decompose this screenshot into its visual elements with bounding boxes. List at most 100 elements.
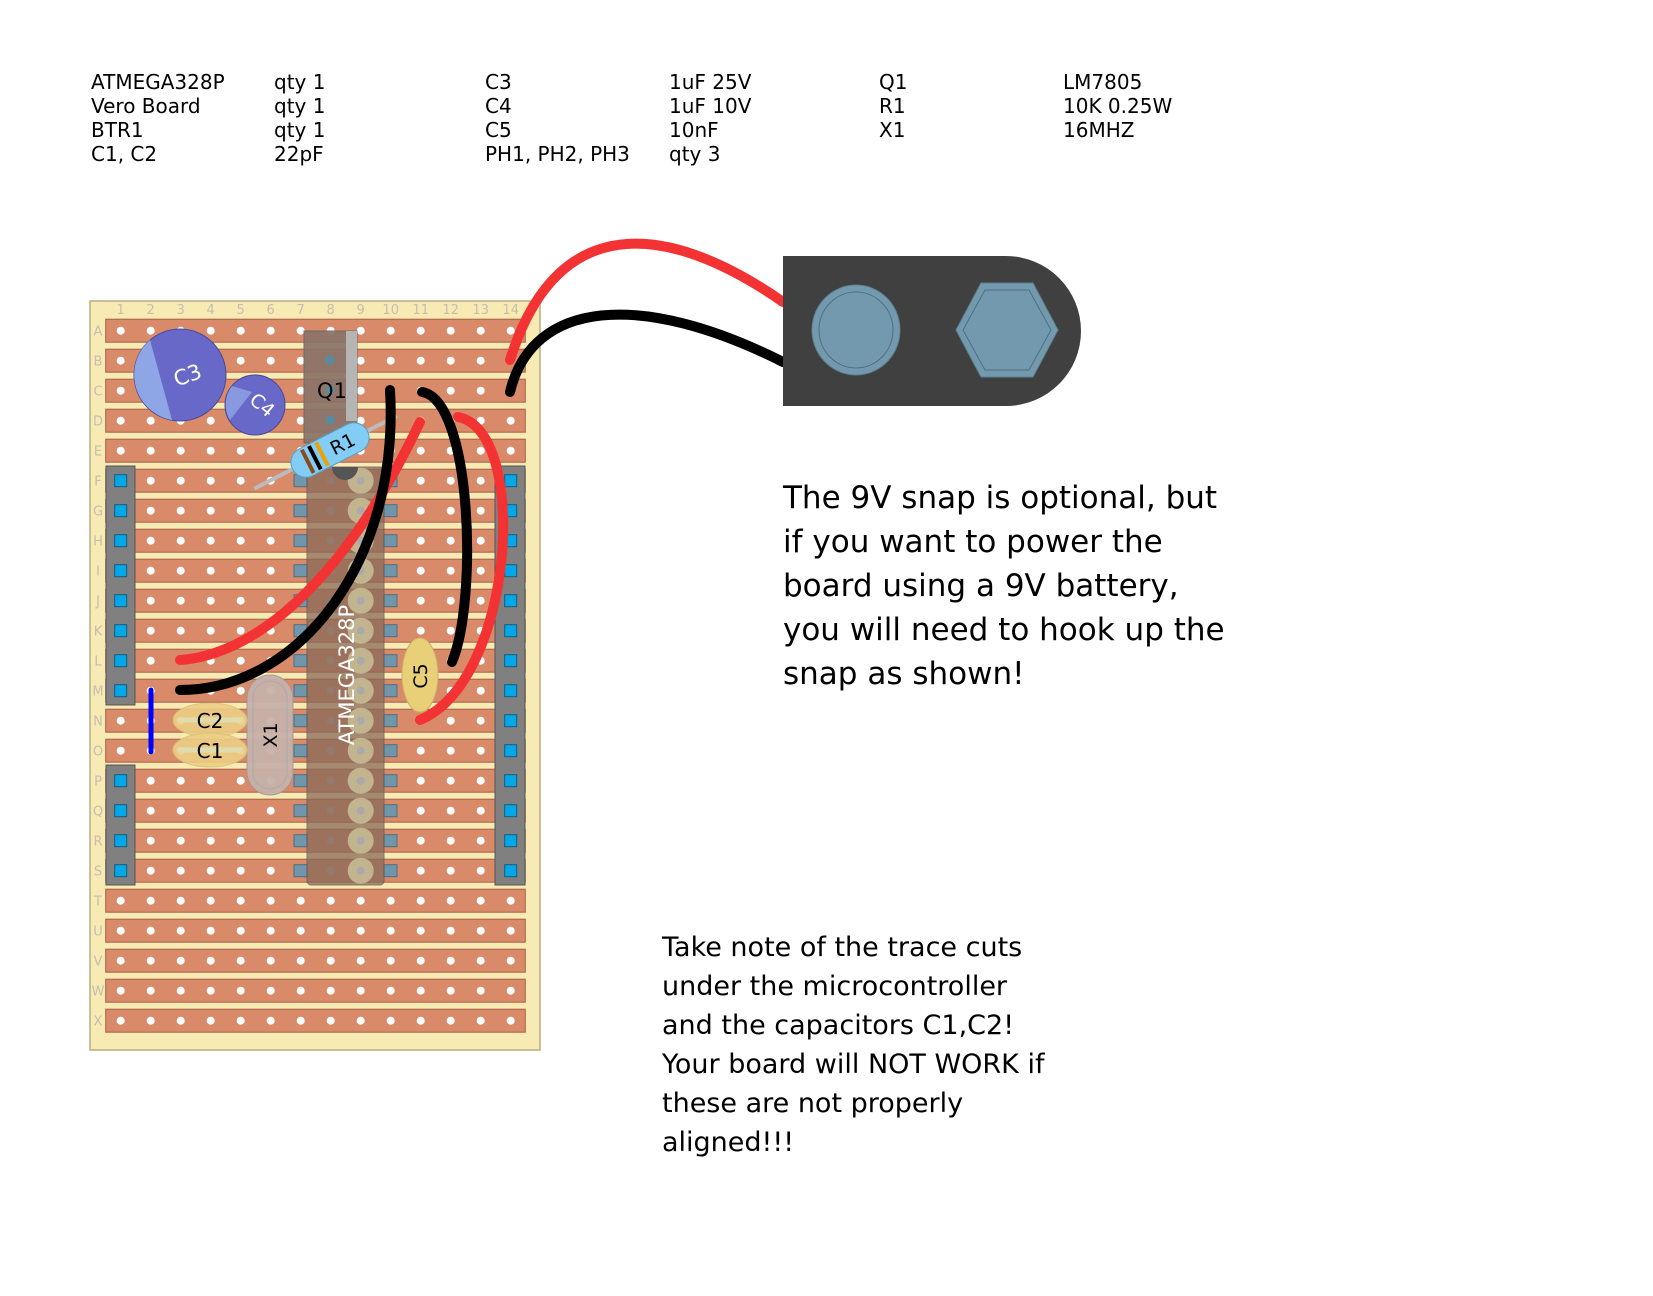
hole [476, 476, 485, 485]
hole [236, 896, 245, 905]
hole [176, 956, 185, 965]
hole [506, 446, 515, 455]
hole [446, 506, 455, 515]
hole [236, 776, 245, 785]
header-pin [504, 474, 518, 488]
hole [326, 1016, 335, 1025]
ic-pad-hole [356, 686, 365, 695]
hole [206, 1016, 215, 1025]
ic-pin [293, 654, 308, 668]
note-line: Your board will NOT WORK if [662, 1049, 1045, 1080]
hole [236, 656, 245, 665]
hole [116, 416, 125, 425]
hole [146, 806, 155, 815]
hole [356, 356, 365, 365]
snap-note: The 9V snap is optional, but if you want… [783, 476, 1225, 696]
battery-wire-red[interactable] [505, 238, 788, 365]
header-pin [114, 684, 128, 698]
ic-pin [383, 624, 398, 638]
hole [386, 956, 395, 965]
hole [386, 356, 395, 365]
hole [116, 326, 125, 335]
hole [116, 386, 125, 395]
column-label: 4 [207, 303, 215, 318]
hole [146, 656, 155, 665]
header-pin [114, 564, 128, 578]
hole [266, 866, 275, 875]
hole [476, 356, 485, 365]
hole [206, 416, 215, 425]
ic-pad-hole [356, 746, 365, 755]
capacitor-c3: C3 [133, 328, 227, 422]
hole [296, 986, 305, 995]
hole [146, 776, 155, 785]
header-pin [504, 864, 518, 878]
hole [416, 476, 425, 485]
hole [476, 596, 485, 605]
hole [236, 836, 245, 845]
ic-pad-hole [356, 866, 365, 875]
hole [116, 746, 125, 755]
bom-col-value-3: LM7805 10K 0.25W 16MHZ [1063, 70, 1172, 142]
ic-pad-hole [356, 626, 365, 635]
hole [236, 1016, 245, 1025]
hole [236, 326, 245, 335]
hole [416, 626, 425, 635]
row-label: W [92, 985, 105, 1000]
note-line: under the microcontroller [662, 971, 1008, 1002]
hole [176, 986, 185, 995]
note-line: The 9V snap is optional, but [783, 480, 1218, 516]
hole [476, 986, 485, 995]
hole [206, 536, 215, 545]
hole [296, 926, 305, 935]
capacitor-c1: C1 [172, 732, 248, 768]
hole [416, 596, 425, 605]
wire-black-1[interactable] [175, 385, 396, 695]
hole [446, 356, 455, 365]
ic-pin [383, 594, 398, 608]
hole [476, 866, 485, 875]
hole [356, 986, 365, 995]
row-label: F [94, 475, 101, 490]
ic-pin [293, 744, 308, 758]
note-line: you will need to hook up the [783, 612, 1225, 648]
ic-notch [332, 467, 358, 480]
hole [416, 326, 425, 335]
hole [236, 986, 245, 995]
hole [116, 896, 125, 905]
note-line: snap as shown! [783, 656, 1025, 692]
hole [446, 836, 455, 845]
note-line: board using a 9V battery, [783, 568, 1179, 604]
ic-pad-hole [356, 716, 365, 725]
hole [506, 926, 515, 935]
resistor-r1: R1 [253, 414, 398, 491]
hole [266, 986, 275, 995]
hole [266, 1016, 275, 1025]
ic-pad-hole [356, 596, 365, 605]
hole [356, 956, 365, 965]
hole [266, 536, 275, 545]
header-pin [114, 504, 128, 518]
hole [356, 926, 365, 935]
hole [176, 926, 185, 935]
column-label: 3 [177, 303, 185, 318]
hole [446, 806, 455, 815]
wire-red-2[interactable] [415, 412, 509, 725]
hole [236, 686, 245, 695]
q1-label: Q1 [317, 379, 347, 403]
hole [506, 896, 515, 905]
ic-pad-hole [356, 656, 365, 665]
hole [296, 386, 305, 395]
hole [476, 386, 485, 395]
battery-wire-black[interactable] [505, 309, 788, 397]
wire-black-2[interactable] [417, 387, 473, 667]
row-label: A [94, 325, 103, 340]
c5-label: C5 [410, 663, 432, 688]
hole [446, 536, 455, 545]
hole [446, 746, 455, 755]
row-label: L [94, 655, 102, 670]
hole [146, 626, 155, 635]
hole [266, 806, 275, 815]
column-label: 7 [297, 303, 305, 318]
hole [326, 926, 335, 935]
